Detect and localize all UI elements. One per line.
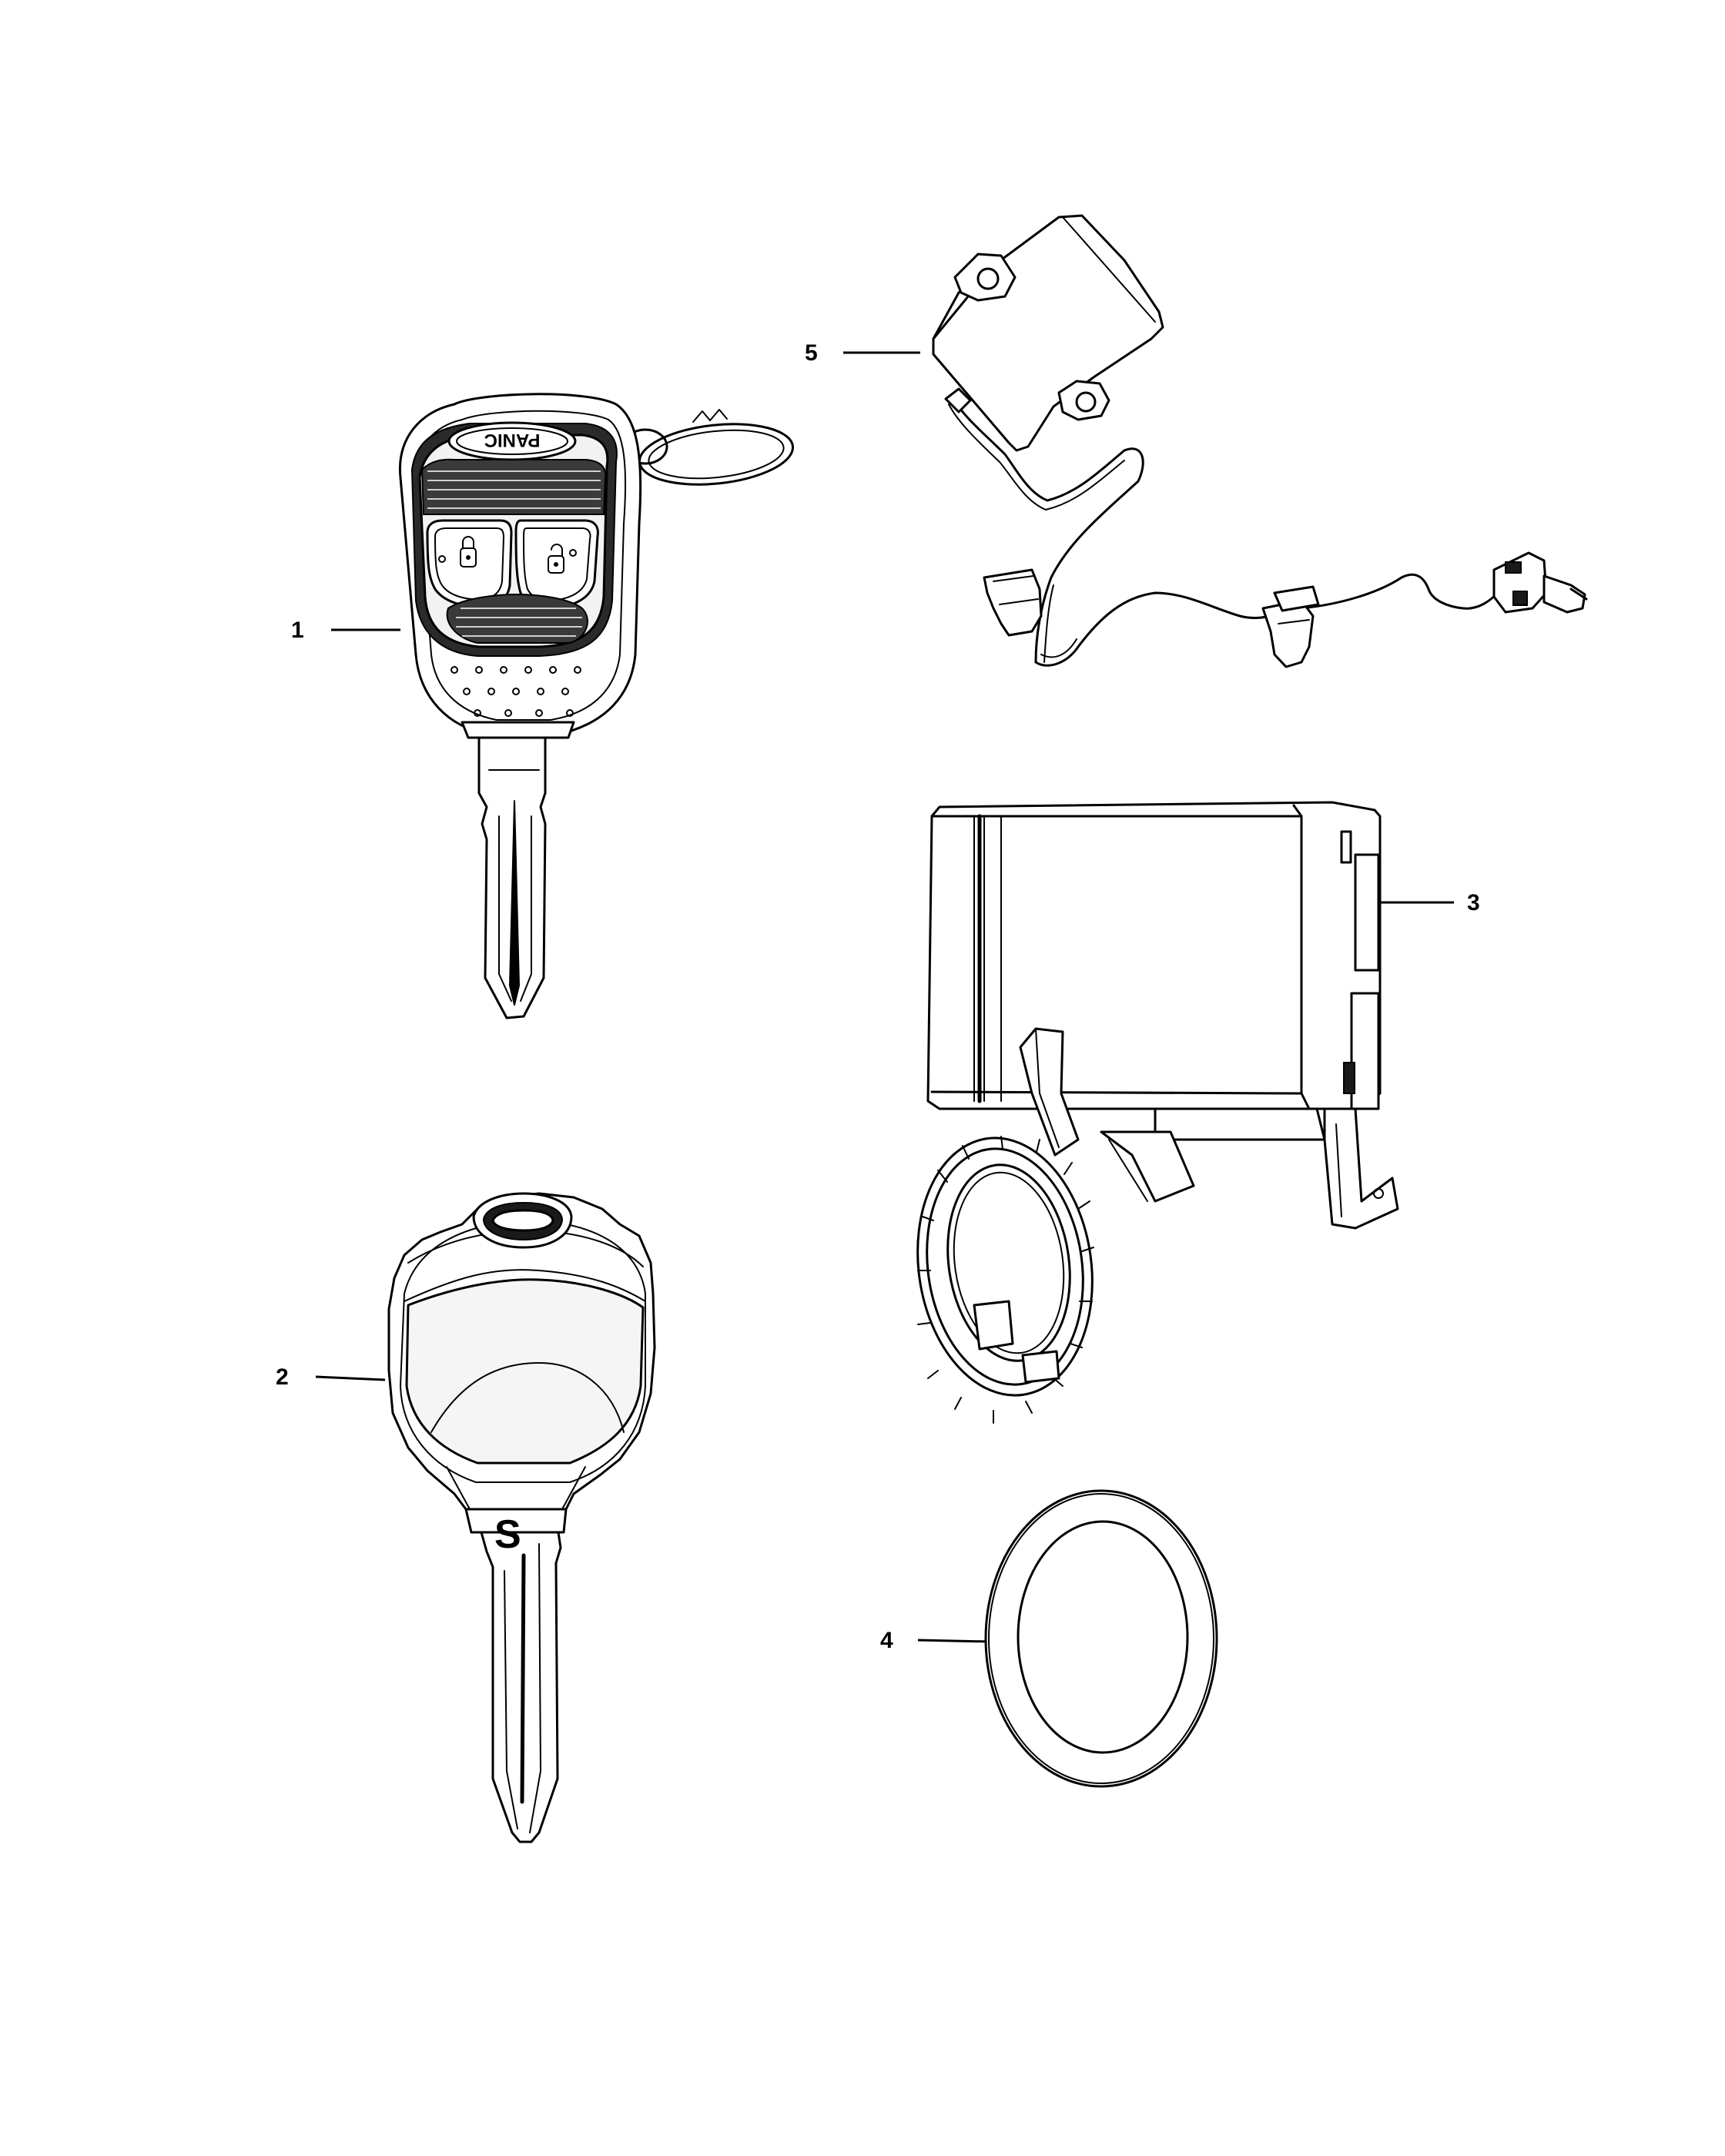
ring <box>984 1489 1218 1788</box>
callout-label-1: 1 <box>291 618 304 643</box>
panic-button-text: PANIC <box>484 430 541 450</box>
callout-label-4: 4 <box>880 1628 893 1653</box>
callout-3: 3 <box>1380 890 1480 916</box>
callout-2: 2 <box>276 1364 386 1390</box>
remote-key-fob: PANIC <box>398 393 795 1019</box>
callout-label-2: 2 <box>276 1364 289 1390</box>
antenna-module <box>932 214 1588 668</box>
callout-label-3: 3 <box>1467 890 1480 916</box>
callout-1: 1 <box>291 618 400 643</box>
leader-line-4 <box>917 1639 990 1643</box>
key-blank: S <box>387 1192 656 1843</box>
callout-4: 4 <box>880 1628 990 1653</box>
immobilizer-module <box>916 801 1399 1424</box>
key-stamp-text: S <box>494 1512 521 1557</box>
callout-5: 5 <box>805 340 920 366</box>
leader-line-2 <box>315 1375 386 1381</box>
callout-label-5: 5 <box>805 340 818 366</box>
